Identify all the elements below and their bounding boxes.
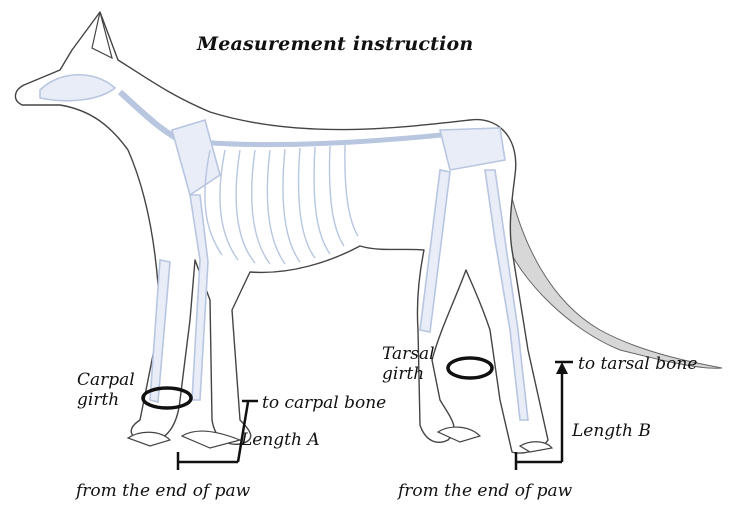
carpal-girth-label-line2: girth — [77, 390, 119, 410]
to-carpal-bone-label: to carpal bone — [262, 393, 386, 413]
carpal-girth-label-line1: Carpal — [77, 370, 135, 390]
from-paw-rear-label: from the end of paw — [398, 481, 572, 501]
length-b-label: Length B — [572, 421, 651, 441]
diagram-title: Measurement instruction — [197, 33, 473, 55]
tarsal-girth-label-line1: Tarsal — [382, 344, 435, 364]
to-tarsal-bone-label: to tarsal bone — [578, 354, 697, 374]
length-b-arrowhead — [556, 362, 568, 374]
tarsal-girth-ring — [448, 358, 492, 378]
tarsal-girth-label-line2: girth — [382, 364, 424, 384]
tail — [505, 190, 722, 368]
length-a-label: Length A — [241, 430, 320, 450]
from-paw-front-label: from the end of paw — [76, 481, 250, 501]
paws — [128, 427, 552, 452]
